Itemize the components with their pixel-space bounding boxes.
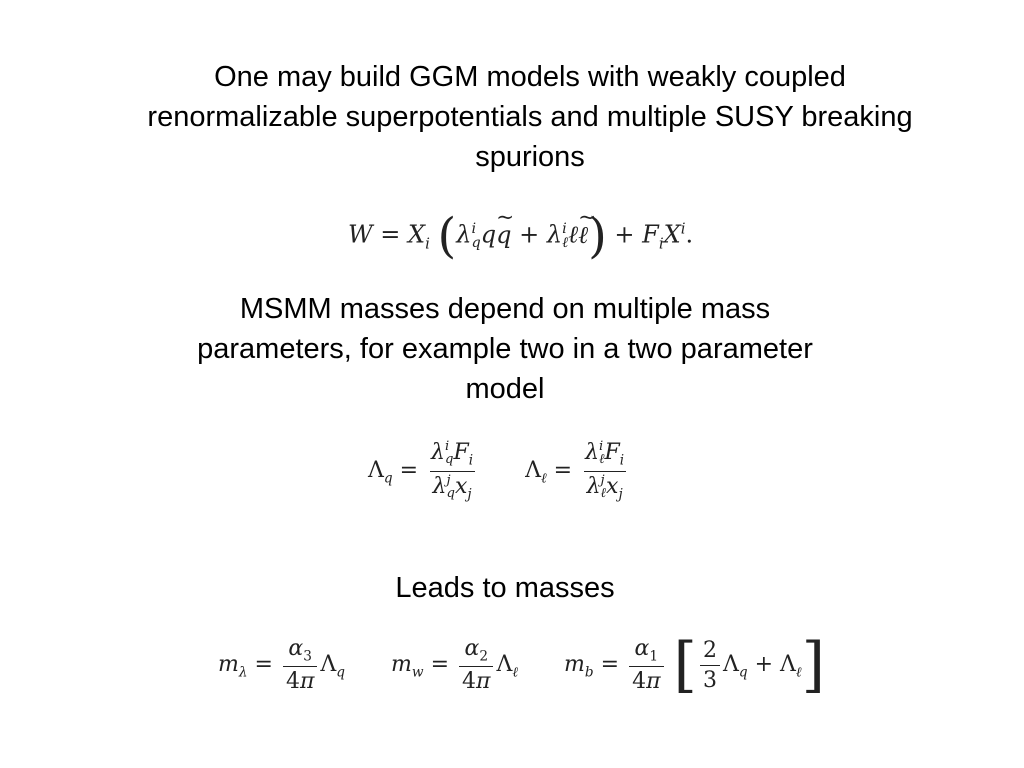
paragraph-ggm-models: One may build GGM models with weakly cou… [147,61,913,173]
equation-superpotential: W = Xi (λiqqq + λiℓℓℓ) + FiXi. [348,205,693,265]
paragraph-msmm-masses: MSMM masses depend on multiple mass para… [197,293,813,405]
paragraph-leads-to-masses: Leads to masses [395,572,615,604]
